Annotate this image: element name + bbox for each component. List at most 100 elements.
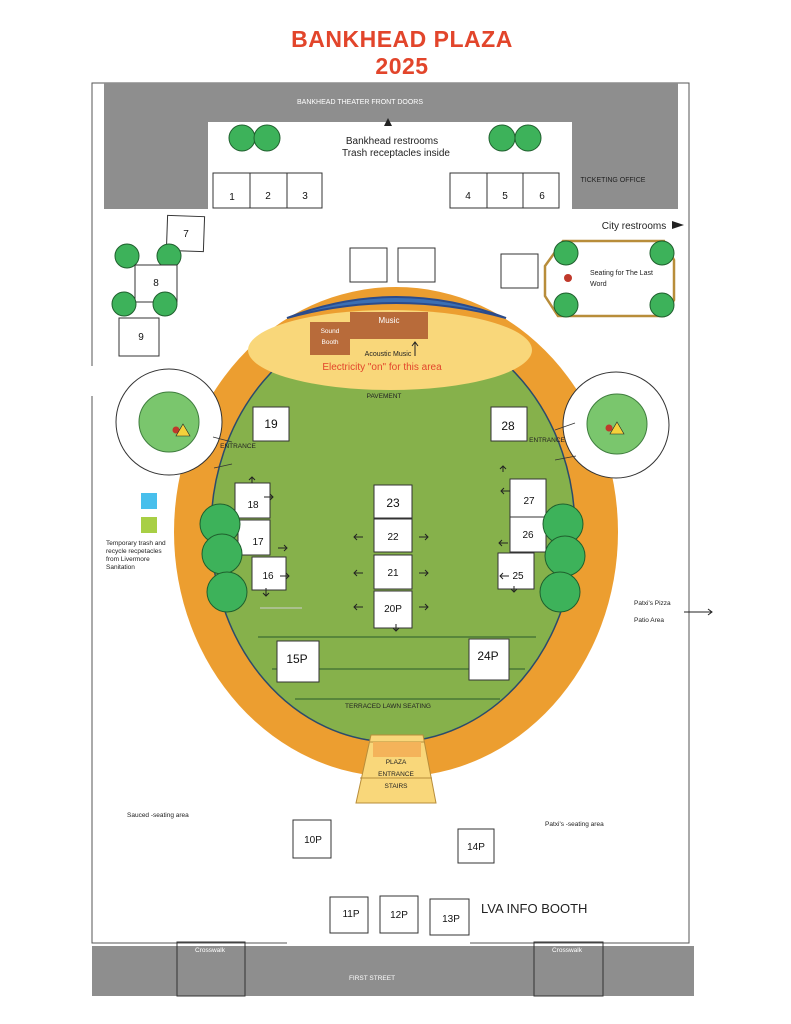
tree	[206, 571, 248, 613]
booth-12p[interactable]	[379, 895, 419, 934]
sound-booth-label: Sound	[321, 328, 340, 335]
arrow-icon	[248, 476, 256, 483]
booth-16-label: 16	[262, 571, 274, 582]
booth-11p[interactable]	[329, 896, 369, 934]
entrance-tick	[212, 436, 233, 443]
booth-23[interactable]	[373, 484, 413, 519]
booth-17-label: 17	[252, 537, 264, 548]
booth-13p[interactable]	[429, 898, 470, 936]
booth-1-label: 1	[229, 192, 235, 203]
unnumbered-booth[interactable]	[349, 247, 388, 283]
arrow-icon	[392, 624, 400, 632]
patxi-pizza-label: Patxi's Pizza	[634, 600, 671, 607]
blue-arc	[286, 296, 507, 319]
booth-17[interactable]	[237, 519, 271, 556]
plaza-exit-gap	[287, 940, 470, 946]
tree	[514, 124, 542, 152]
last-word-label-line2: Word	[590, 281, 607, 288]
arrow-icon	[419, 533, 429, 541]
entrance-right-label: ENTRANCE	[529, 437, 565, 444]
booth-6-label: 6	[539, 191, 545, 202]
arrow-icon	[353, 603, 363, 611]
booth-13p-label: 13P	[442, 914, 460, 925]
tree	[201, 533, 243, 575]
booth-10p[interactable]	[292, 819, 332, 859]
booth-22[interactable]	[373, 518, 413, 553]
restrooms-label: Bankhead restrooms	[346, 136, 438, 147]
booth-4-label: 4	[465, 191, 471, 202]
up-arrow-icon	[411, 341, 419, 356]
booth-15p-label: 15P	[286, 652, 307, 666]
arrow-icon	[262, 588, 270, 597]
patxi-patio-label: Patio Area	[634, 617, 664, 624]
arrow-icon	[353, 533, 363, 541]
booth-12p-label: 12P	[390, 910, 408, 921]
trash-legend-label-line2: recycle recpetacles	[106, 548, 162, 555]
booth-11p-label: 11P	[342, 909, 359, 920]
tree	[539, 571, 581, 613]
electricity-label: Electricity "on" for this area	[322, 362, 442, 373]
booth-27-label: 27	[523, 496, 535, 507]
trash-legend-label: Temporary trash and	[106, 540, 166, 547]
unnumbered-booth[interactable]	[500, 253, 539, 289]
booth-20p-label: 20P	[384, 604, 402, 615]
lva-info-booth-label: LVA INFO BOOTH	[481, 901, 587, 916]
tree	[649, 240, 675, 266]
booth-6[interactable]	[522, 172, 560, 209]
booth-2[interactable]	[249, 172, 288, 209]
tree	[544, 535, 586, 577]
booth-21[interactable]	[373, 554, 413, 590]
booth-3[interactable]	[286, 172, 323, 209]
arrow-icon	[278, 544, 288, 552]
booth-15p[interactable]	[276, 640, 320, 683]
arrow-icon	[510, 586, 518, 593]
warning-icon	[175, 423, 191, 437]
booth-16[interactable]	[251, 556, 287, 591]
arrow-icon	[353, 569, 363, 577]
theater-front-doors	[208, 83, 572, 122]
booth-19[interactable]	[252, 406, 290, 442]
trash-legend-label-line4: Sanitation	[106, 564, 135, 571]
warning-icon	[609, 421, 625, 435]
first-street-label: FIRST STREET	[349, 975, 395, 982]
booth-7[interactable]	[165, 214, 206, 253]
crosswalk-right-label: Crosswalk	[552, 947, 583, 954]
tree	[488, 124, 516, 152]
arrow-icon	[499, 465, 507, 472]
booth-21-label: 21	[387, 568, 399, 579]
booth-19-label: 19	[264, 417, 278, 431]
music-label: Music	[379, 316, 400, 325]
legend-blue-swatch	[141, 493, 157, 509]
up-arrow-icon	[384, 118, 392, 126]
booth-25-label: 25	[512, 571, 524, 582]
booth-24p-label: 24P	[477, 649, 498, 663]
booth-14p[interactable]	[457, 828, 495, 864]
booth-24p[interactable]	[468, 638, 510, 681]
booth-9[interactable]	[118, 317, 160, 357]
arrow-icon	[280, 572, 290, 580]
booth-26-label: 26	[522, 530, 534, 541]
booth-25[interactable]	[497, 552, 535, 590]
arrow-icon	[499, 572, 509, 580]
booth-2-label: 2	[265, 191, 271, 202]
booth-1[interactable]	[212, 172, 251, 209]
music-stage[interactable]	[350, 312, 428, 339]
booth-18-label: 18	[247, 500, 259, 511]
booth-18[interactable]	[234, 482, 271, 519]
plaza-stairs-label-line2: ENTRANCE	[378, 771, 414, 778]
tree	[553, 292, 579, 318]
ticketing-office-building	[572, 83, 678, 209]
crosswalk-left-label: Crosswalk	[195, 947, 226, 954]
entrance-left-label: ENTRANCE	[220, 443, 256, 450]
booth-28[interactable]	[490, 406, 528, 442]
map-title-line1: BANKHEAD PLAZA	[291, 26, 513, 52]
point-marker-icon	[605, 424, 613, 432]
unnumbered-booth[interactable]	[397, 247, 436, 283]
sound-booth[interactable]	[310, 322, 350, 355]
right-arrow-icon	[684, 608, 713, 616]
tree	[553, 240, 579, 266]
map-title-line2: 2025	[375, 53, 428, 79]
booth-20p[interactable]	[373, 590, 413, 629]
theater-left-wing	[104, 83, 208, 209]
